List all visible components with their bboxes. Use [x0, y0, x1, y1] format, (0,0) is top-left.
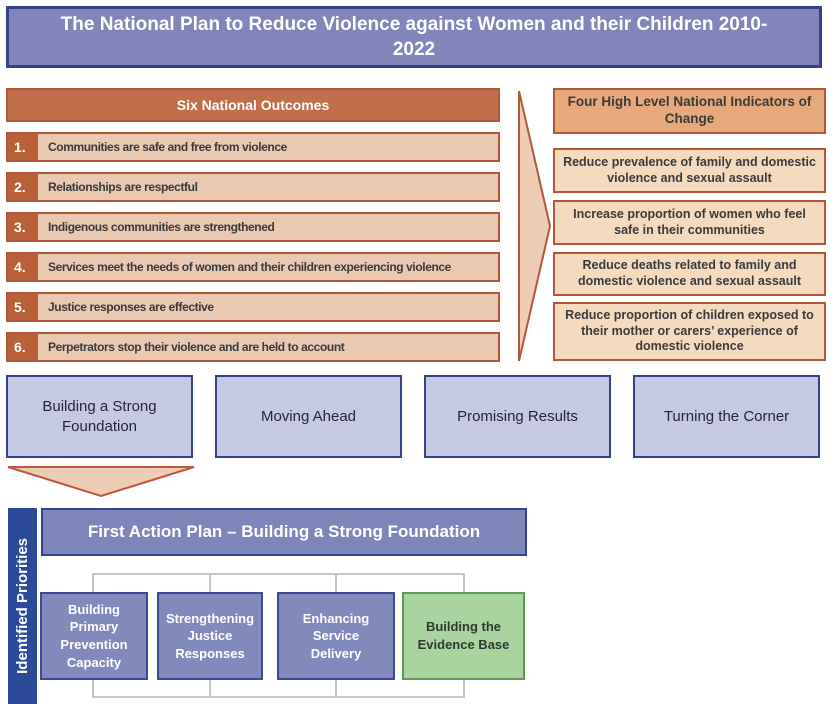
outcome-row-6: 6. Perpetrators stop their violence and … — [6, 332, 500, 362]
outcome-text: Perpetrators stop their violence and are… — [48, 340, 345, 354]
first-action-plan-header: First Action Plan – Building a Strong Fo… — [41, 508, 527, 556]
outcome-number: 3. — [8, 214, 38, 240]
outcome-row-4: 4. Services meet the needs of women and … — [6, 252, 500, 282]
outcomes-header: Six National Outcomes — [6, 88, 500, 122]
outcome-row-5: 5. Justice responses are effective — [6, 292, 500, 322]
priority-box-building-the-evidence-base: Building the Evidence Base — [402, 592, 525, 680]
diagram-title: The National Plan to Reduce Violence aga… — [60, 13, 768, 60]
outcome-text: Communities are safe and free from viole… — [48, 140, 287, 154]
indicator-text: Reduce deaths related to family and dome… — [577, 258, 801, 288]
priority-label: Strengthening Justice Responses — [165, 610, 255, 661]
phase-box-moving-ahead: Moving Ahead — [215, 375, 402, 458]
identified-priorities-bar: Identified Priorities — [8, 508, 37, 704]
indicator-item-3: Reduce deaths related to family and dome… — [553, 252, 826, 296]
priority-box-building-primary-prevention-capacity: Building Primary Prevention Capacity — [40, 592, 148, 680]
outcome-number: 5. — [8, 294, 38, 320]
outcome-text: Justice responses are effective — [48, 300, 214, 314]
indicators-header: Four High Level National Indicators of C… — [553, 88, 826, 134]
priority-label: Building the Evidence Base — [417, 619, 510, 652]
outcome-row-3: 3. Indigenous communities are strengthen… — [6, 212, 500, 242]
priority-box-strengthening-justice-responses: Strengthening Justice Responses — [157, 592, 263, 680]
outcome-number: 1. — [8, 134, 38, 160]
outcome-row-1: 1. Communities are safe and free from vi… — [6, 132, 500, 162]
phase-label: Moving Ahead — [260, 407, 357, 425]
flow-arrow-right-icon — [518, 90, 552, 362]
outcome-text: Indigenous communities are strengthened — [48, 220, 275, 234]
priority-label: Building Primary Prevention Capacity — [60, 601, 128, 670]
identified-priorities-label: Identified Priorities — [14, 538, 31, 674]
indicator-item-1: Reduce prevalence of family and domestic… — [553, 148, 826, 193]
indicators-header-label: Four High Level National Indicators of C… — [567, 94, 812, 126]
phase-box-turning-the-corner: Turning the Corner — [633, 375, 820, 458]
indicator-text: Reduce proportion of children exposed to… — [565, 308, 814, 354]
outcome-row-2: 2. Relationships are respectful — [6, 172, 500, 202]
outcome-number: 4. — [8, 254, 38, 280]
outcome-text: Services meet the needs of women and the… — [48, 260, 451, 274]
indicator-text: Reduce prevalence of family and domestic… — [563, 154, 816, 185]
phase-box-building-a-strong-foundation: Building a Strong Foundation — [6, 375, 193, 458]
first-action-plan-label: First Action Plan – Building a Strong Fo… — [87, 522, 481, 541]
flow-arrow-down-icon — [7, 466, 195, 498]
phase-label: Building a Strong Foundation — [42, 398, 157, 435]
title-banner: The National Plan to Reduce Violence aga… — [6, 6, 822, 68]
indicator-text: Increase proportion of women who feel sa… — [573, 206, 806, 237]
outcome-number: 2. — [8, 174, 38, 200]
outcomes-header-label: Six National Outcomes — [176, 97, 330, 113]
priority-box-enhancing-service-delivery: Enhancing Service Delivery — [277, 592, 395, 680]
indicator-item-2: Increase proportion of women who feel sa… — [553, 200, 826, 245]
indicator-item-4: Reduce proportion of children exposed to… — [553, 302, 826, 361]
outcome-number: 6. — [8, 334, 38, 360]
phase-label: Turning the Corner — [663, 407, 790, 425]
phase-box-promising-results: Promising Results — [424, 375, 611, 458]
outcome-text: Relationships are respectful — [48, 180, 198, 194]
phase-label: Promising Results — [457, 407, 578, 425]
priority-label: Enhancing Service Delivery — [302, 610, 370, 661]
